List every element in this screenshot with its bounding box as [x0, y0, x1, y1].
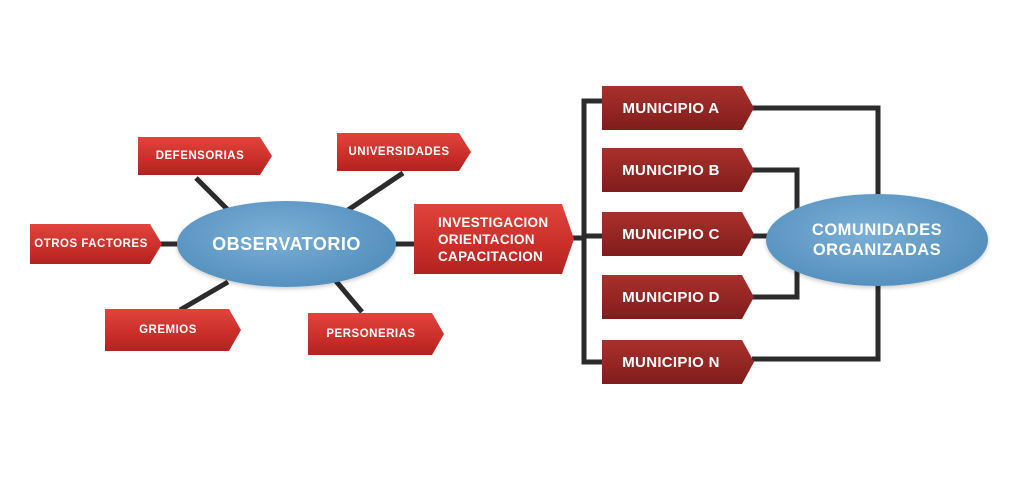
- bracket-left: [581, 98, 604, 365]
- observatorio-node: OBSERVATORIO: [177, 201, 396, 287]
- comunidades-line2: ORGANIZADAS: [812, 241, 942, 259]
- satellite-personerias-label: PERSONERIAS: [326, 328, 416, 340]
- connector-universidades: [346, 170, 405, 213]
- municipio-a: MUNICIPIO A: [602, 86, 754, 130]
- municipio-n-label: MUNICIPIO N: [622, 353, 720, 371]
- municipio-d: MUNICIPIO D: [602, 275, 754, 319]
- activity-capacitacion: CAPACITACION: [438, 248, 544, 264]
- municipio-c: MUNICIPIO C: [602, 212, 754, 256]
- satellite-otros-factores-label: OTROS FACTORES: [34, 238, 148, 250]
- satellite-universidades-label: UNIVERSIDADES: [348, 146, 450, 158]
- observatorio-label: OBSERVATORIO: [212, 233, 361, 254]
- satellite-gremios: GREMIOS: [105, 309, 241, 351]
- connector-personerias: [333, 278, 364, 314]
- municipio-a-label: MUNICIPIO A: [622, 99, 720, 117]
- comunidades-line1: COMUNIDADES: [811, 221, 943, 239]
- satellite-defensorias-label: DEFENSORIAS: [155, 150, 245, 162]
- municipio-n: MUNICIPIO N: [602, 340, 754, 384]
- satellite-gremios-label: GREMIOS: [139, 324, 197, 336]
- activities-node: INVESTIGACION ORIENTACION CAPACITACION: [414, 204, 574, 274]
- municipio-c-label: MUNICIPIO C: [622, 225, 720, 243]
- municipio-b-label: MUNICIPIO B: [622, 161, 720, 179]
- satellite-defensorias: DEFENSORIAS: [138, 137, 272, 175]
- satellite-universidades: UNIVERSIDADES: [337, 133, 471, 171]
- activity-orientacion: ORIENTACION: [438, 231, 535, 247]
- connector-gremios: [178, 279, 230, 313]
- comunidades-node: COMUNIDADES ORGANIZADAS: [766, 194, 988, 286]
- satellite-otros-factores: OTROS FACTORES: [30, 224, 162, 264]
- satellite-personerias: PERSONERIAS: [308, 313, 444, 355]
- municipio-b: MUNICIPIO B: [602, 148, 754, 192]
- connector-defensorias: [194, 176, 230, 212]
- activity-investigacion: INVESTIGACION: [438, 214, 549, 230]
- municipio-d-label: MUNICIPIO D: [622, 288, 720, 306]
